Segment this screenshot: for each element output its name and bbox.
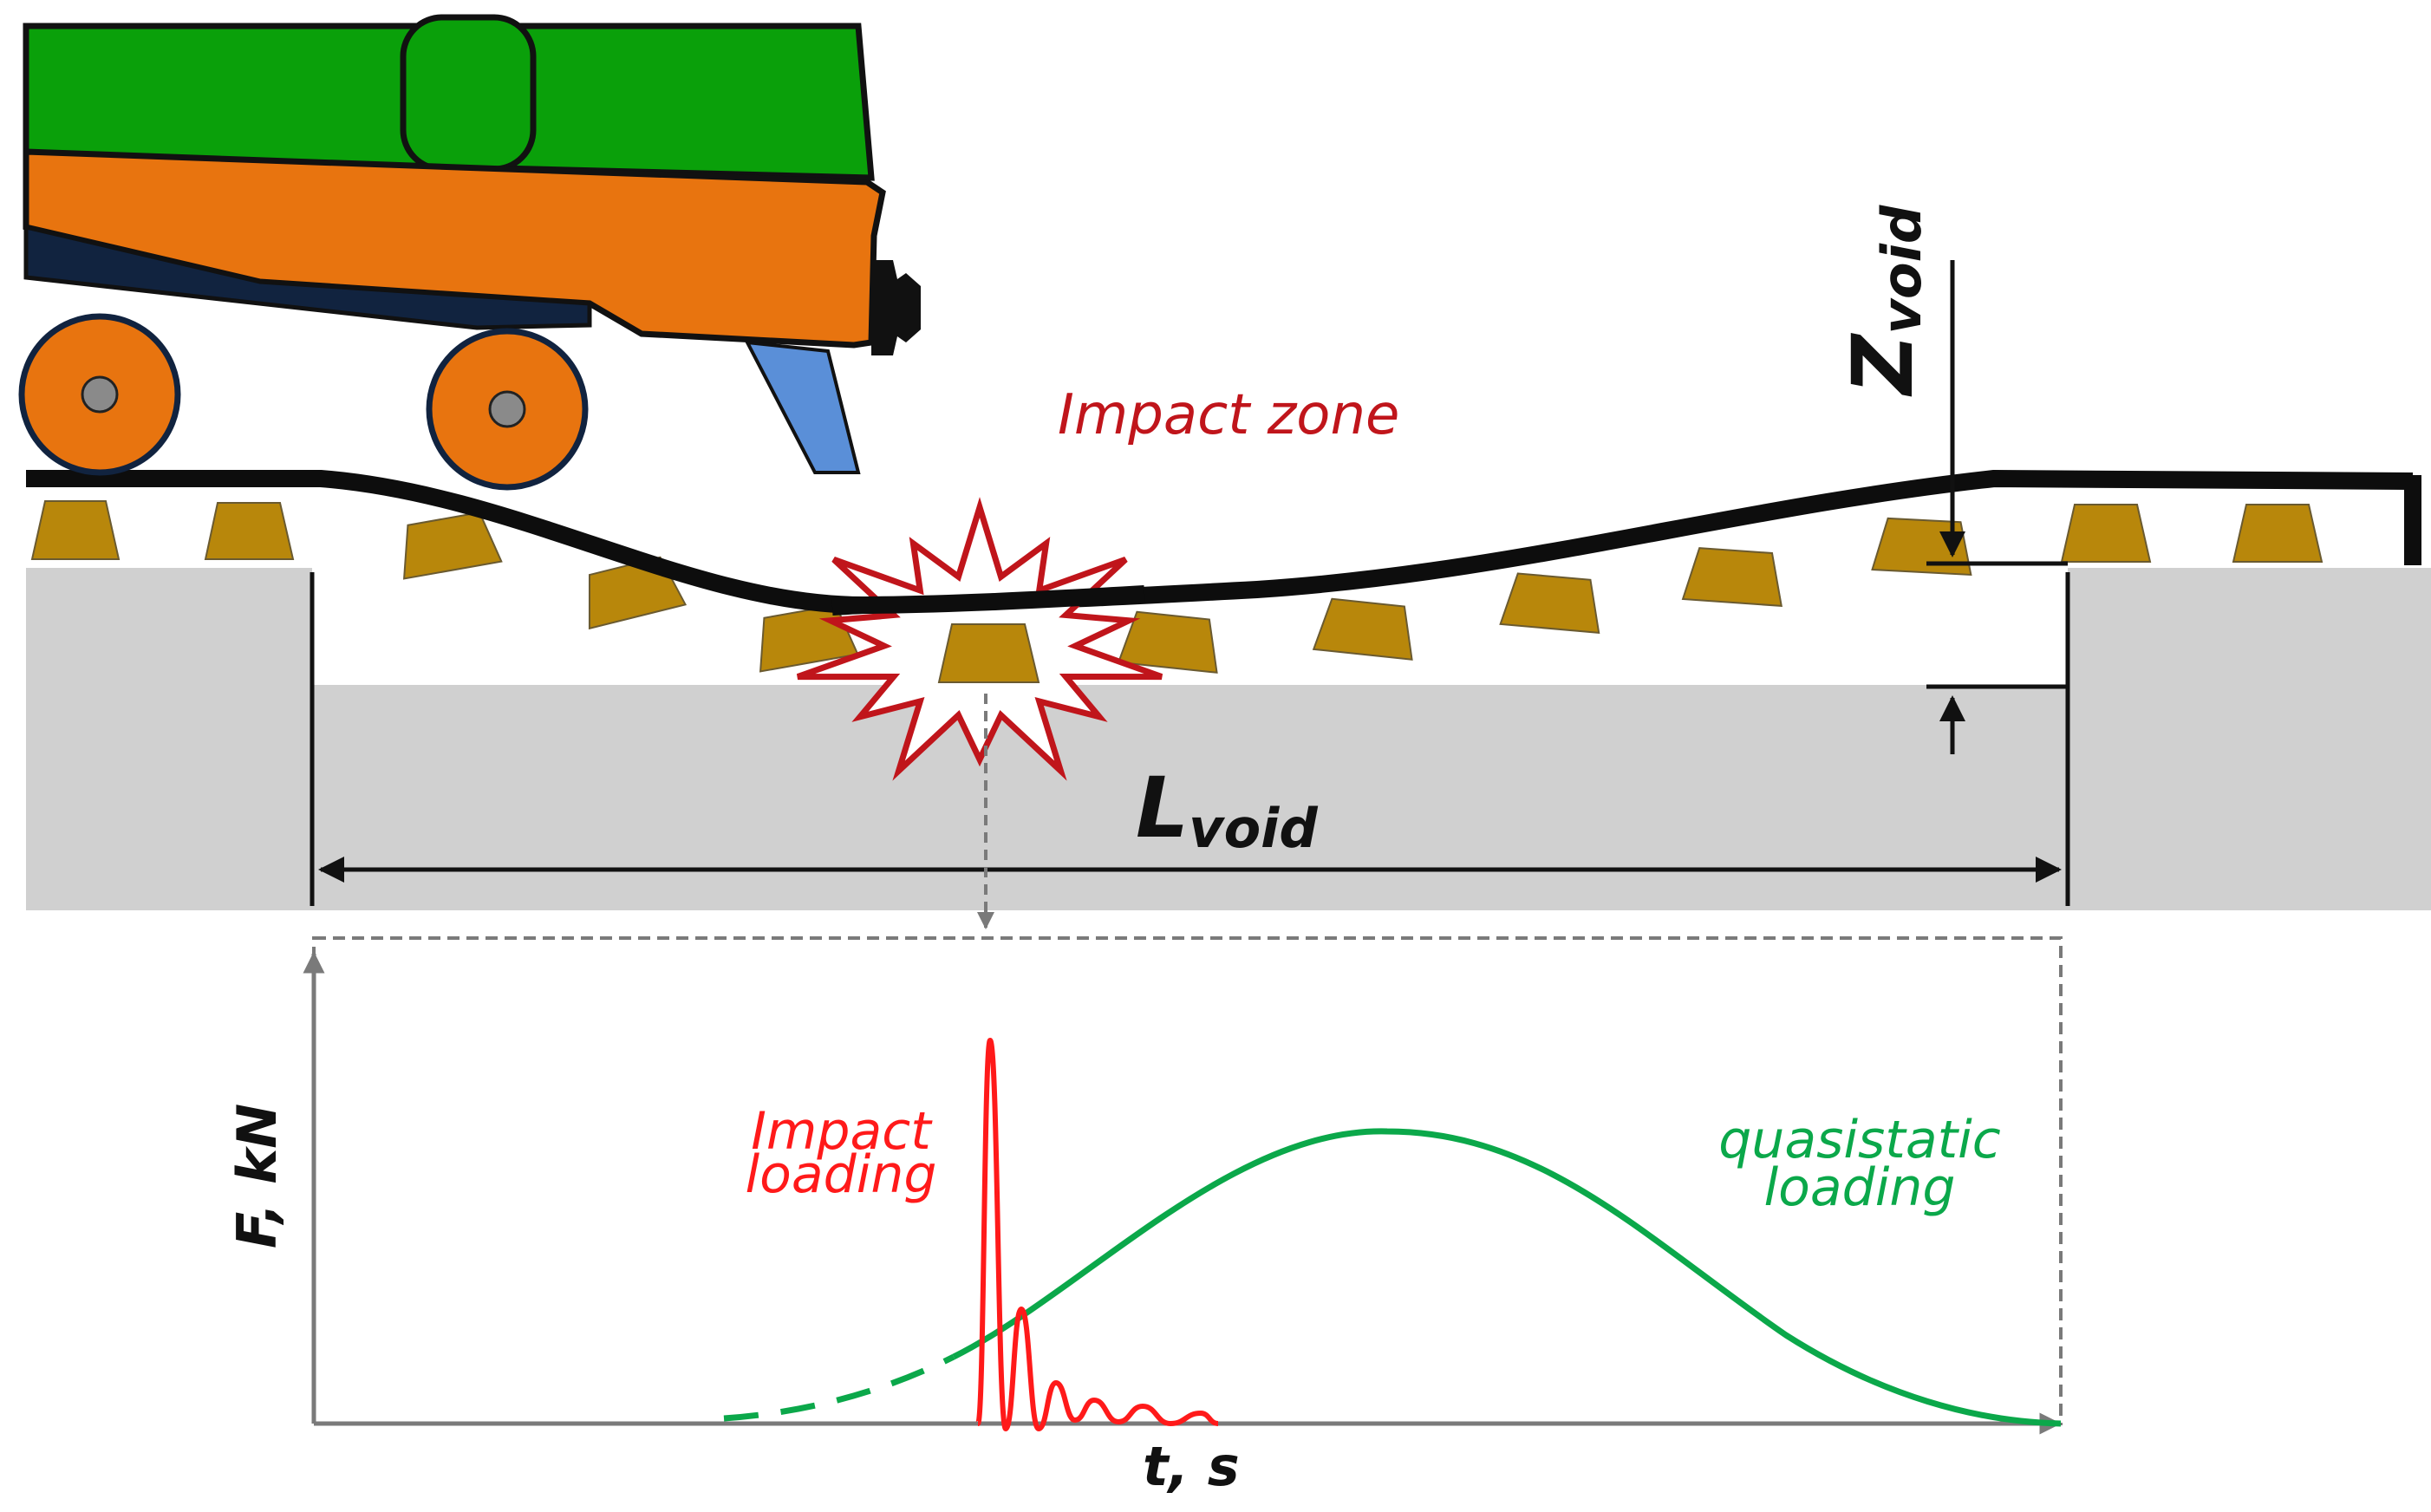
sleeper [2060, 504, 2152, 563]
sleeper [30, 500, 121, 560]
sleeper [1681, 547, 1783, 607]
z-void-main: Z [1835, 332, 1932, 397]
quasistatic-curve [952, 1128, 2062, 1427]
sleeper [1871, 517, 1972, 577]
l-void-label: Lvoid [1136, 759, 1318, 860]
y-axis-label: F, kN [225, 1104, 289, 1248]
wheel-right [426, 328, 589, 491]
x-axis-label: t, s [1143, 1435, 1240, 1498]
sleeper [402, 512, 503, 580]
impact-zone-label: Impact zone [1058, 383, 1399, 447]
quasistatic-curve-dashed [723, 1353, 955, 1422]
sleeper [204, 502, 295, 560]
sleeper [1499, 572, 1600, 634]
l-void-main: L [1136, 759, 1189, 857]
deflected-rail-impact [831, 585, 1145, 616]
l-void-dimension: Lvoid [318, 759, 2062, 883]
sleeper [1312, 597, 1413, 661]
impact-loading-line2: loading [745, 1144, 936, 1205]
quasistatic-line1: quasistatic [1718, 1110, 2001, 1170]
ground-left-block [26, 568, 312, 910]
deflected-rail [26, 469, 2414, 615]
l-void-sub: void [1189, 797, 1318, 860]
rail [26, 469, 2421, 615]
impact-loading-line1: Impact [751, 1101, 933, 1162]
impact-loading-curve [975, 1037, 1219, 1432]
axle-hub [81, 375, 119, 414]
z-void-sub: void [1870, 205, 1933, 334]
wagon-underframe [23, 224, 592, 330]
wagon [18, 14, 921, 491]
axle-hub [488, 390, 526, 428]
sleeper-at-impact [937, 623, 1040, 683]
z-void-label: Zvoid [1835, 205, 1933, 397]
wheel-left [18, 313, 181, 476]
ground-right-block [2068, 568, 2431, 910]
sleeper [1117, 610, 1218, 674]
sleeper [2232, 504, 2323, 563]
wagon-door [400, 14, 537, 173]
z-void-dimension: Zvoid [1835, 205, 2068, 754]
wagon-coupler [871, 260, 921, 355]
impact-burst [796, 497, 1163, 781]
quasistatic-line2: loading [1763, 1157, 1955, 1218]
brake-shoe [744, 340, 861, 474]
